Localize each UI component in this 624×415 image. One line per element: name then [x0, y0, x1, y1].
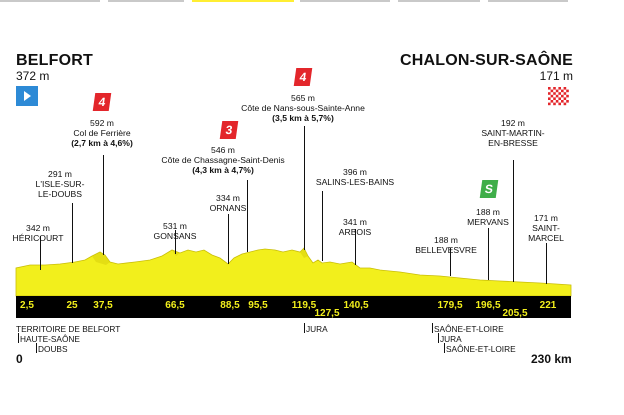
pointer-line — [546, 243, 548, 284]
km-marker: 37,5 — [93, 300, 113, 311]
pointer-line — [247, 180, 249, 252]
department-tick — [18, 333, 19, 343]
km-marker: 221 — [539, 300, 557, 311]
department-tick — [432, 323, 433, 333]
pointer-line — [322, 191, 324, 261]
place-label-cote-de-nans: 565 m Côte de Nans-sous-Sainte-Anne (3,5… — [241, 93, 365, 123]
km-marker: 66,5 — [165, 300, 185, 311]
play-triangle-icon — [16, 86, 38, 106]
department-label: SAÔNE-ET-LOIRE — [446, 344, 516, 354]
department-tick — [444, 343, 445, 353]
category-4-climb-icon: 4 — [92, 93, 112, 111]
finish-altitude: 171 m — [539, 69, 573, 83]
top-bar-segment — [108, 0, 184, 2]
km-marker: 127,5 — [314, 308, 340, 319]
place-label-cote-de-chassagne: 546 m Côte de Chassagne-Saint-Denis (4,3… — [161, 145, 285, 175]
place-label-isle-sur-le-doubs: 291 m L'ISLE-SUR- LE-DOUBS — [35, 169, 85, 199]
place-label-col-de-ferriere: 592 m Col de Ferrière (2,7 km à 4,6%) — [71, 118, 133, 148]
pointer-line — [228, 214, 230, 264]
place-label-mervans: 188 m MERVANS — [467, 207, 509, 227]
checkered-flag-icon — [547, 86, 569, 106]
department-label: JURA — [440, 334, 462, 344]
axis-start-km: 0 — [16, 352, 23, 366]
intermediate-sprint-icon: S — [479, 180, 499, 198]
place-label-bellevesvre: 188 m BELLEVESVRE — [415, 235, 477, 255]
km-marker: 88,5 — [220, 300, 240, 311]
km-marker: 179,5 — [437, 300, 463, 311]
top-bar-segment — [488, 0, 568, 2]
department-tick — [304, 323, 305, 333]
pointer-line — [175, 230, 177, 254]
km-marker: 2,5 — [20, 300, 34, 311]
department-tick — [36, 343, 37, 353]
km-marker: 140,5 — [343, 300, 369, 311]
top-bar-segment — [300, 0, 390, 2]
km-marker: 205,5 — [502, 308, 528, 319]
pointer-line — [488, 228, 490, 280]
place-label-salins-les-bains: 396 m SALINS-LES-BAINS — [315, 167, 395, 187]
place-label-hericourt: 342 m HÉRICOURT — [12, 223, 64, 243]
place-label-saint-marcel: 171 m SAINT- MARCEL — [528, 213, 564, 243]
top-bar-segment — [0, 0, 100, 2]
department-label: SAÔNE-ET-LOIRE — [434, 324, 504, 334]
pointer-line — [40, 236, 42, 270]
start-altitude: 372 m — [16, 69, 50, 83]
department-label: HAUTE-SAÔNE — [20, 334, 80, 344]
place-label-saint-martin-en-bresse: 192 m SAINT-MARTIN- EN-BRESSE — [481, 118, 545, 148]
finish-town: CHALON-SUR-SAÔNE — [400, 52, 573, 69]
pointer-line — [513, 160, 515, 282]
department-label: TERRITOIRE DE BELFORT — [16, 324, 121, 334]
km-marker: 25 — [66, 300, 78, 311]
top-bar-segment — [398, 0, 480, 2]
place-label-gonsans: 531 m GONSANS — [153, 221, 197, 241]
department-label: JURA — [306, 324, 328, 334]
category-4-climb-icon: 4 — [293, 68, 313, 86]
km-marker: 95,5 — [248, 300, 268, 311]
pointer-line — [450, 248, 452, 276]
pointer-line — [103, 155, 105, 255]
km-band — [16, 296, 571, 318]
place-label-ornans: 334 m ORNANS — [209, 193, 247, 213]
km-marker: 119,5 — [291, 300, 317, 311]
place-label-arbois: 341 m ARBOIS — [338, 217, 372, 237]
pointer-line — [355, 229, 357, 265]
axis-end-km: 230 km — [531, 352, 572, 366]
top-bar-segment-active — [192, 0, 294, 2]
km-marker: 196,5 — [475, 300, 501, 311]
department-label: DOUBS — [38, 344, 68, 354]
category-3-climb-icon: 3 — [219, 121, 239, 139]
pointer-line — [304, 126, 306, 250]
start-town: BELFORT — [16, 52, 93, 69]
department-tick — [438, 333, 439, 343]
pointer-line — [72, 203, 74, 263]
